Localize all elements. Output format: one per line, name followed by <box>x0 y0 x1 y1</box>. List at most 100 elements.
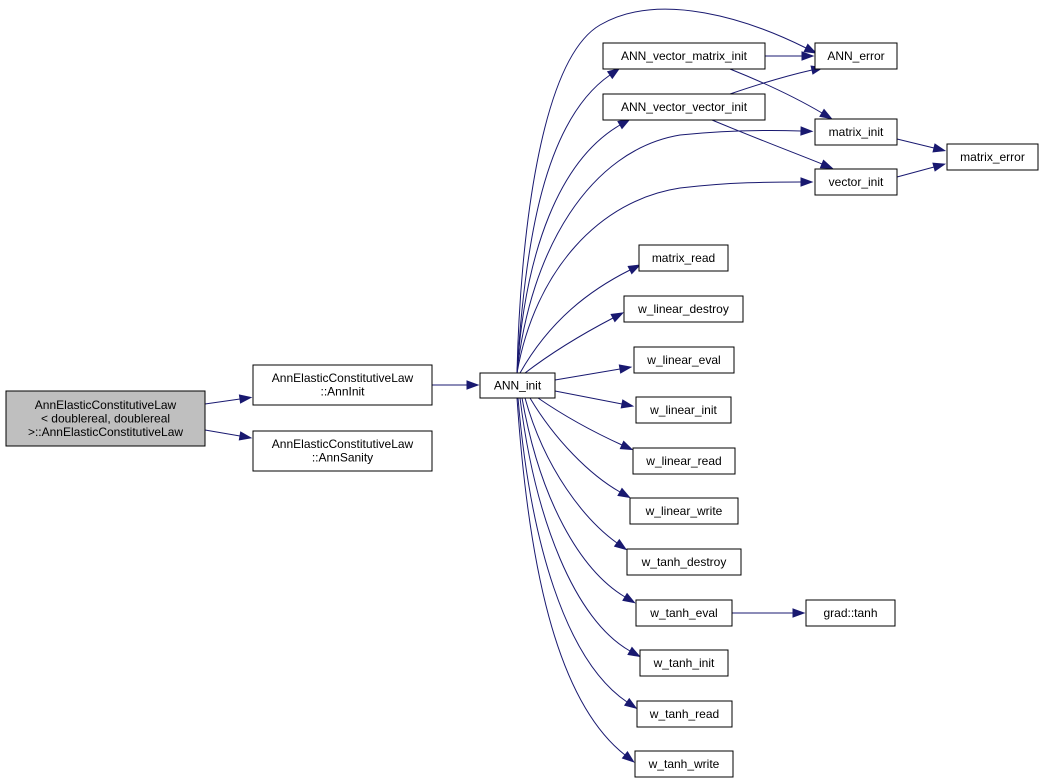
node-wte[interactable]: w_tanh_eval <box>635 599 733 627</box>
edge-vvi-to-vector_init <box>711 119 834 169</box>
arrowhead-icon <box>238 394 253 404</box>
arrowhead-icon <box>800 177 814 187</box>
node-anninit[interactable]: AnnElasticConstitutiveLaw::AnnInit <box>252 364 433 406</box>
node-label: ANN_error <box>827 49 884 63</box>
arrowhead-icon <box>819 159 834 169</box>
node-wlw[interactable]: w_linear_write <box>629 497 739 525</box>
edge-line <box>896 138 935 149</box>
edge-line <box>554 390 623 405</box>
edge-line <box>517 397 628 703</box>
edge-vector_init-to-matrix_error <box>896 162 947 178</box>
node-label: ::AnnSanity <box>312 451 373 465</box>
node-box <box>602 93 766 121</box>
node-box <box>623 295 744 323</box>
node-label: AnnElasticConstitutiveLaw <box>272 437 414 451</box>
node-box <box>479 372 556 399</box>
node-box <box>638 244 729 272</box>
arrowhead-icon <box>622 592 636 604</box>
node-label: ANN_vector_vector_init <box>621 100 748 114</box>
node-label: w_linear_destroy <box>637 302 729 316</box>
edge-line <box>529 397 621 493</box>
arrowhead-icon <box>792 608 806 618</box>
node-box <box>252 430 433 472</box>
node-wle[interactable]: w_linear_eval <box>633 346 735 374</box>
node-label: ANN_vector_matrix_init <box>621 49 748 63</box>
node-root[interactable]: AnnElasticConstitutiveLaw< doublereal, d… <box>5 390 206 447</box>
arrowhead-icon <box>627 646 641 658</box>
node-box <box>633 346 735 374</box>
node-vector-init[interactable]: vector_init <box>814 168 898 196</box>
node-label: w_tanh_destroy <box>641 555 727 569</box>
node-grad-tanh[interactable]: grad::tanh <box>805 599 896 627</box>
node-box <box>805 599 896 627</box>
node-matrix-error[interactable]: matrix_error <box>946 143 1039 171</box>
node-box <box>814 118 898 146</box>
edge-ann_init-to-vector_init <box>516 177 814 374</box>
node-matrix-read[interactable]: matrix_read <box>638 244 729 272</box>
edge-ann_init-to-wld <box>524 312 625 374</box>
edge-line <box>896 166 935 178</box>
node-vvi[interactable]: ANN_vector_vector_init <box>602 93 766 121</box>
edge-ann_init-to-wli <box>554 390 635 409</box>
arrowhead-icon <box>819 108 833 120</box>
node-box <box>602 42 766 70</box>
edge-line <box>516 8 807 374</box>
node-label: w_linear_init <box>649 403 717 417</box>
edge-ann_init-to-matrix_init <box>516 126 814 374</box>
node-label: ANN_init <box>494 378 542 392</box>
edge-wte-to-grad_tanh <box>732 608 806 618</box>
node-label: w_linear_eval <box>646 353 720 367</box>
node-wtd[interactable]: w_tanh_destroy <box>626 548 742 576</box>
node-label: AnnElasticConstitutiveLaw <box>272 371 414 385</box>
node-box <box>814 168 898 196</box>
arrowhead-icon <box>238 431 253 441</box>
edge-ann_init-to-wtw <box>516 397 635 763</box>
edge-line <box>516 181 802 374</box>
node-wld[interactable]: w_linear_destroy <box>623 295 744 323</box>
node-annsanity[interactable]: AnnElasticConstitutiveLaw::AnnSanity <box>252 430 433 472</box>
arrowhead-icon <box>617 487 631 499</box>
node-ann-init[interactable]: ANN_init <box>479 372 556 399</box>
node-ann-error[interactable]: ANN_error <box>814 42 898 70</box>
node-label: AnnElasticConstitutiveLaw <box>35 398 177 412</box>
arrowhead-icon <box>623 697 638 709</box>
arrowhead-icon <box>620 399 635 409</box>
node-wti[interactable]: w_tanh_init <box>639 649 729 677</box>
node-box <box>636 700 733 728</box>
edge-line <box>524 397 618 544</box>
edge-vvi-to-ann_error <box>729 65 825 95</box>
node-box <box>635 396 732 424</box>
edge-root-to-anninit <box>204 394 253 405</box>
edge-ann_init-to-wtr <box>517 397 638 709</box>
edge-line <box>519 269 631 374</box>
edge-line <box>516 397 626 756</box>
node-vmi[interactable]: ANN_vector_matrix_init <box>602 42 766 70</box>
node-box <box>639 649 729 677</box>
edge-line <box>537 397 623 446</box>
node-box <box>635 599 733 627</box>
arrowhead-icon <box>800 126 814 136</box>
node-label: matrix_read <box>652 251 715 265</box>
node-label: >::AnnElasticConstitutiveLaw <box>28 425 183 439</box>
node-wlr[interactable]: w_linear_read <box>632 447 736 475</box>
arrowhead-icon <box>610 312 625 323</box>
node-label: w_linear_write <box>645 504 723 518</box>
edge-ann_init-to-matrix_read <box>519 264 642 374</box>
node-wtw[interactable]: w_tanh_write <box>634 750 734 778</box>
node-label: w_tanh_init <box>653 656 715 670</box>
node-wtr[interactable]: w_tanh_read <box>636 700 733 728</box>
edge-line <box>516 74 611 374</box>
node-box <box>946 143 1039 171</box>
edge-vmi-to-ann_error <box>765 51 815 61</box>
node-label: w_tanh_read <box>649 707 719 721</box>
edge-line <box>711 119 823 165</box>
node-wli[interactable]: w_linear_init <box>635 396 732 424</box>
edge-ann_init-to-vvi <box>516 118 631 374</box>
node-matrix-init[interactable]: matrix_init <box>814 118 898 146</box>
arrowhead-icon <box>803 43 818 54</box>
edge-line <box>524 317 614 374</box>
edge-line <box>554 368 621 381</box>
edge-ann_init-to-wlw <box>529 397 631 499</box>
arrowhead-icon <box>932 162 947 172</box>
node-box <box>252 364 433 406</box>
